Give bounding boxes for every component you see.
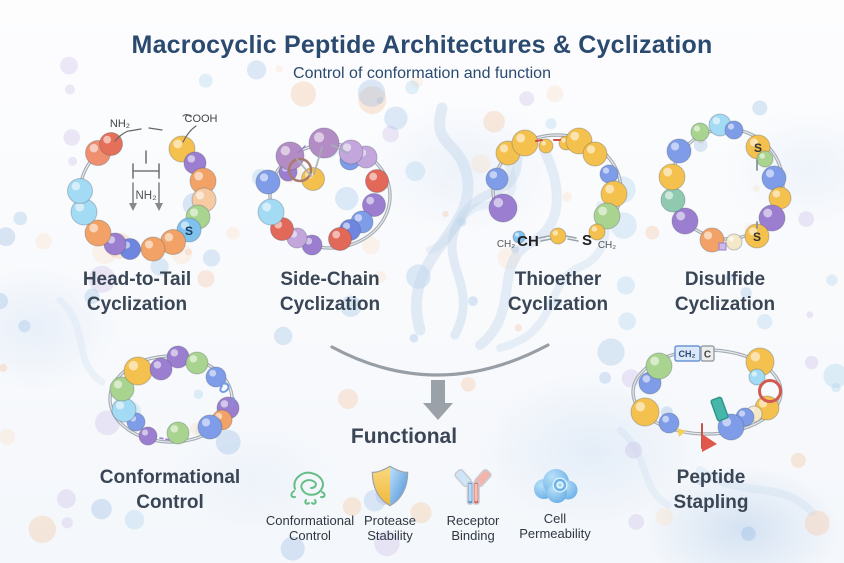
ring-peptide-stapling: CH₂ C xyxy=(630,345,783,452)
caption-line: Conformational xyxy=(265,513,355,528)
chem-annotation: S xyxy=(754,141,762,155)
label-line: Peptide xyxy=(676,467,746,488)
label-line: Stapling xyxy=(673,492,749,513)
functional-caption: Protease Stability xyxy=(335,513,445,543)
label-peptide-stapling: Peptide Stapling xyxy=(674,465,749,515)
chem-annotation: CH₂ xyxy=(679,349,696,359)
chem-annotation: CH₂ xyxy=(598,240,616,251)
functional-item-conformational-control: Conformational Control xyxy=(255,464,365,543)
label-line: Head-to-Tail xyxy=(82,269,192,290)
caption-line: Protease xyxy=(363,513,417,528)
label-line: Thioether xyxy=(514,269,602,290)
label-line: Disulfide xyxy=(684,269,766,290)
caption-line: Stability xyxy=(367,528,413,543)
swirl-icon xyxy=(290,471,326,505)
ring-disulfide: SS xyxy=(658,113,792,253)
label-line: Control xyxy=(136,492,204,513)
page-title: Macrocyclic Peptide Architectures & Cycl… xyxy=(131,31,713,59)
label-line: Conformational xyxy=(99,467,241,488)
functional-caption: Conformational Control xyxy=(255,513,365,543)
flow-connector xyxy=(330,343,550,420)
label-thioether: Thioether Cyclization xyxy=(508,267,608,317)
caption-line: Permeability xyxy=(519,526,591,541)
chem-annotation: NH₂ xyxy=(135,190,156,202)
functional-caption: Cell Permeability xyxy=(500,511,610,541)
functional-item-cell-permeability: Cell Permeability xyxy=(500,464,610,541)
label-head-to-tail: Head-to-Tail Cyclization xyxy=(83,267,191,317)
label-side-chain: Side-Chain Cyclization xyxy=(280,267,380,317)
chem-annotation: S xyxy=(185,224,193,238)
functional-caption: Receptor Binding xyxy=(418,513,528,543)
functional-item-receptor-binding: Receptor Binding xyxy=(418,462,528,543)
flow-arc xyxy=(330,343,550,377)
chem-annotation: NH₂ xyxy=(110,118,130,130)
page-subtitle: Control of conformation and function xyxy=(293,65,551,82)
functional-item-protease-stability: Protease Stability xyxy=(335,462,445,543)
label-line: Cyclization xyxy=(507,294,609,315)
chem-annotation: COOH xyxy=(185,113,218,125)
shield-icon xyxy=(371,465,409,507)
cell-cloud-icon xyxy=(534,469,578,503)
caption-line: Cell xyxy=(543,511,567,526)
caption-line: Receptor xyxy=(446,513,500,528)
label-line: Side-Chain xyxy=(280,269,380,290)
label-disulfide: Disulfide Cyclization xyxy=(675,267,775,317)
caption-line: Control xyxy=(289,528,331,543)
down-arrow-head xyxy=(423,403,453,420)
chem-annotation: CH xyxy=(517,233,539,250)
label-line: Cyclization xyxy=(279,294,381,315)
chem-annotation: C xyxy=(704,350,711,361)
down-arrow-shaft xyxy=(431,380,445,405)
chem-annotation: CH₂ xyxy=(497,239,515,250)
antibody-icon xyxy=(454,468,492,505)
label-line: Cyclization xyxy=(674,294,776,315)
label-conformational-control: Conformational Control xyxy=(100,465,240,515)
chem-annotation: S xyxy=(582,232,592,249)
functional-heading: Functional xyxy=(350,425,458,448)
ring-conformational-control xyxy=(108,345,240,446)
label-line: Cyclization xyxy=(86,294,188,315)
caption-line: Binding xyxy=(451,528,495,543)
ring-head-to-tail: NH₂ COOH NH₂ S xyxy=(67,113,218,262)
chem-annotation: S xyxy=(753,230,761,244)
ring-side-chain xyxy=(255,127,392,256)
